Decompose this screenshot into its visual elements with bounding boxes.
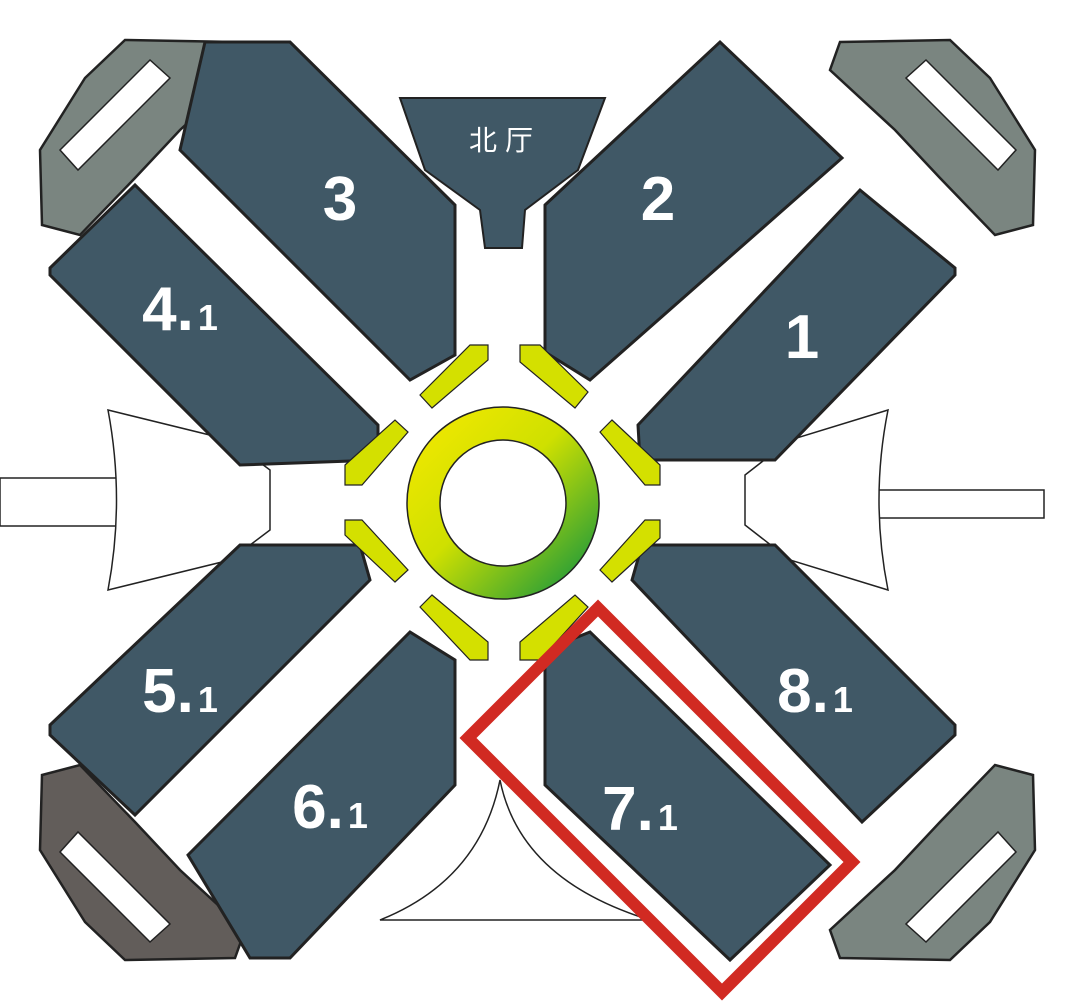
hall-4-1-label-sub: 1	[198, 297, 218, 338]
hall-2-label: 2	[641, 165, 675, 234]
highlight-frame-hall-7-1	[459, 599, 861, 1001]
hall-7-1-label: 7.1	[602, 775, 678, 844]
hall-7-1-label-sub: 1	[658, 797, 678, 838]
wing-top-right	[828, 38, 1037, 237]
hall-5-1-shape[interactable]	[48, 543, 372, 818]
hall-8-1-label: 8.1	[777, 657, 853, 726]
wing-channels	[58, 58, 1018, 944]
hall-1-label: 1	[785, 303, 819, 372]
hall-4-1-label: 4.1	[142, 275, 218, 344]
plaza-ring	[406, 406, 600, 600]
south-lobby	[379, 779, 651, 921]
north-hall-label: 北厅	[469, 124, 541, 157]
central-plaza	[406, 406, 600, 600]
hall-4-1-label-main: 4.	[142, 275, 194, 344]
hall-1-label-main: 1	[785, 303, 819, 372]
hall-3-shape[interactable]	[178, 40, 457, 382]
hall-5-1-label: 5.1	[142, 657, 218, 726]
hall-8-1-label-main: 8.	[777, 657, 829, 726]
hall-3-label-main: 3	[323, 165, 357, 234]
wing-bottom-right	[828, 763, 1037, 962]
hall-6-1-shape[interactable]	[186, 630, 457, 960]
hall-5-1-label-sub: 1	[198, 679, 218, 720]
halls	[48, 39, 957, 963]
hall-2-label-main: 2	[641, 165, 675, 234]
hall-6-1-label-main: 6.	[292, 773, 344, 842]
accent-blocks	[344, 344, 661, 661]
hall-7-1-shape[interactable]	[543, 630, 833, 963]
hall-6-1-label: 6.1	[292, 773, 368, 842]
hall-7-1-label-main: 7.	[602, 775, 654, 844]
wing-bottom-left	[38, 763, 247, 962]
north-hall-shape[interactable]	[398, 97, 607, 249]
hall-8-1-label-sub: 1	[833, 679, 853, 720]
hall-5-1-label-main: 5.	[142, 657, 194, 726]
hall-3-label: 3	[323, 165, 357, 234]
hall-6-1-label-sub: 1	[348, 795, 368, 836]
